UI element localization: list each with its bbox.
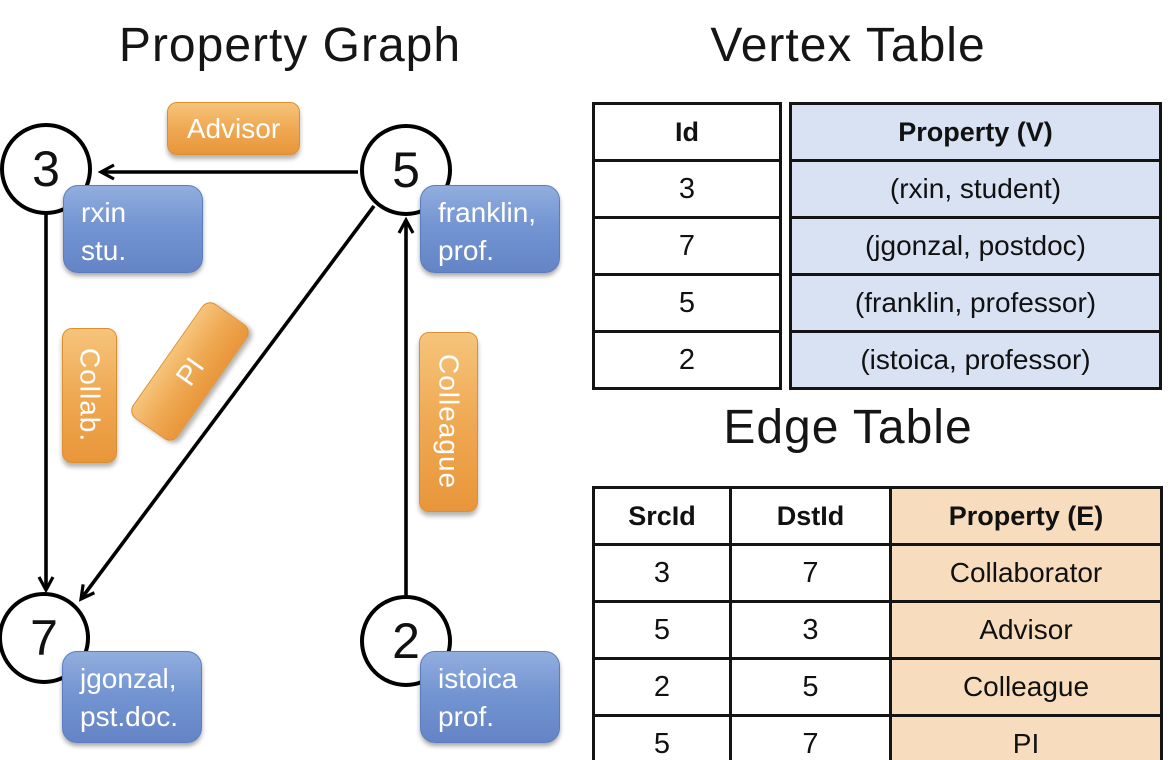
- vertex-table-property-column: Property (V) (rxin, student) (jgonzal, p…: [789, 102, 1162, 390]
- edge-table-property-cell: Advisor: [889, 600, 1163, 660]
- edge-table-dstid-cell: 7: [729, 714, 892, 760]
- property-graph-title: Property Graph: [118, 19, 462, 72]
- vertex-table-property-cell: (istoica, professor): [789, 330, 1162, 390]
- edge-label-colleague-text: Colleague: [433, 354, 465, 490]
- vertex-label-istoica: istoica prof.: [420, 651, 560, 743]
- edge-table-property-cell: Collaborator: [889, 543, 1163, 603]
- vertex-table-id-cell: 7: [592, 216, 782, 276]
- edge-pi-5-7: [78, 204, 376, 602]
- vertex-table-id-cell: 5: [592, 273, 782, 333]
- vertex-label-istoica-line2: prof.: [438, 701, 495, 732]
- edge-table-title: Edge Table: [723, 401, 973, 454]
- edge-table-header-dstid: DstId: [729, 486, 892, 546]
- edge-table-property-cell: Colleague: [889, 657, 1163, 717]
- edge-table-header-srcid: SrcId: [592, 486, 732, 546]
- edge-table-srcid-cell: 5: [592, 714, 732, 760]
- vertex-node-2: 2: [360, 595, 452, 687]
- edge-label-collab: Collab.: [62, 328, 117, 463]
- vertex-table-property-cell: (rxin, student): [789, 159, 1162, 219]
- vertex-table-property-cell: (franklin, professor): [789, 273, 1162, 333]
- edge-table-srcid-cell: 5: [592, 600, 732, 660]
- vertex-table-title: Vertex Table: [710, 19, 986, 72]
- vertex-label-istoica-line1: istoica: [438, 663, 518, 694]
- vertex-node-3-id: 3: [32, 141, 60, 197]
- vertex-table-id-column: Id 3 7 5 2: [592, 102, 782, 390]
- vertex-node-5: 5: [360, 124, 452, 216]
- vertex-node-5-id: 5: [392, 142, 420, 198]
- edge-table-id-columns: SrcId DstId 3 7 5 3 2 5 5 7: [592, 486, 892, 760]
- vertex-node-7-id: 7: [30, 610, 58, 666]
- vertex-table-property-cell: (jgonzal, postdoc): [789, 216, 1162, 276]
- edge-table-property-cell: PI: [889, 714, 1163, 760]
- graph-edges-canvas: [37, 163, 415, 602]
- edge-label-colleague: Colleague: [419, 332, 478, 512]
- edge-table-srcid-cell: 2: [592, 657, 732, 717]
- edge-table-header-property: Property (E): [889, 486, 1163, 546]
- vertex-label-jgonzal-line1: jgonzal,: [80, 663, 177, 694]
- vertex-label-jgonzal: jgonzal, pst.doc.: [62, 651, 202, 743]
- vertex-label-rxin-line1: rxin: [81, 197, 127, 228]
- edge-table-dstid-cell: 5: [729, 657, 892, 717]
- edge-table-dstid-cell: 7: [729, 543, 892, 603]
- vertex-table-id-cell: 3: [592, 159, 782, 219]
- vertex-label-franklin: franklin, prof.: [420, 185, 560, 273]
- vertex-node-2-id: 2: [392, 613, 420, 669]
- vertex-label-rxin: rxin stu.: [63, 185, 203, 273]
- edge-table-srcid-cell: 3: [592, 543, 732, 603]
- vertex-label-jgonzal-line2: pst.doc.: [80, 701, 179, 732]
- vertex-table-header-property: Property (V): [789, 102, 1162, 162]
- vertex-label-franklin-line2: prof.: [438, 235, 495, 266]
- edge-table-dstid-cell: 3: [729, 600, 892, 660]
- vertex-label-rxin-line2: stu.: [81, 235, 127, 266]
- vertex-label-franklin-line1: franklin,: [438, 197, 537, 228]
- edge-table-property-column: Property (E) Collaborator Advisor Collea…: [889, 486, 1163, 760]
- vertex-table-header-id: Id: [592, 102, 782, 162]
- vertex-table-id-cell: 2: [592, 330, 782, 390]
- edge-label-advisor: Advisor: [167, 102, 300, 155]
- edge-label-collab-text: Collab.: [74, 348, 106, 443]
